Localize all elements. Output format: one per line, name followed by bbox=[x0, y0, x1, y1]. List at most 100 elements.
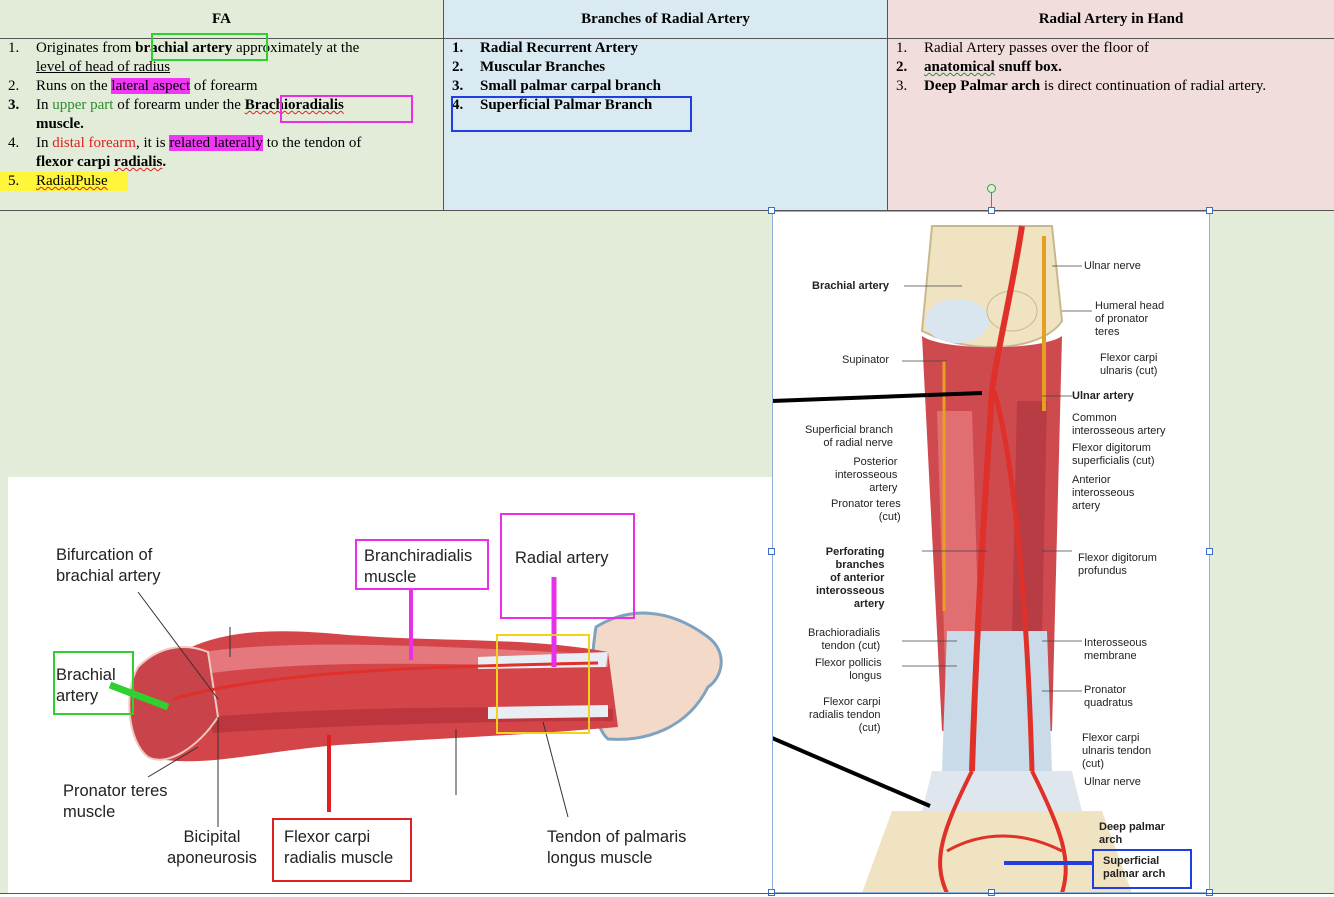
label-fds-cut: Flexor digitorum superficialis (cut) bbox=[1072, 442, 1155, 467]
header-fa-text: FA bbox=[212, 10, 231, 27]
hand-item-2: 2.anatomical snuff box. bbox=[888, 58, 1334, 77]
table-divider bbox=[443, 0, 444, 211]
fa-1-line2: level of head of radius bbox=[36, 59, 171, 75]
resize-handle[interactable] bbox=[1206, 889, 1213, 896]
forearm-figure: Bifurcation of brachial artery Branchira… bbox=[8, 477, 773, 893]
superficial-palmar-box bbox=[451, 96, 692, 132]
fa-3-line2: muscle. bbox=[36, 116, 84, 132]
fa-2-highlight: lateral aspect bbox=[111, 78, 191, 94]
label-flexor-carpi: Flexor carpi radialis muscle bbox=[284, 828, 394, 867]
label-tendon-palmaris: Tendon of palmaris longus muscle bbox=[547, 828, 687, 867]
label-fpl: Flexor pollicis longus bbox=[815, 657, 882, 682]
label-deep-palmar-arch: Deep palmar arch bbox=[1099, 821, 1166, 846]
resize-handle[interactable] bbox=[988, 207, 995, 214]
resize-handle[interactable] bbox=[1206, 548, 1213, 555]
radial-artery-label-box bbox=[500, 513, 635, 619]
label-humeral-head: Humeral head of pronator teres bbox=[1095, 300, 1165, 338]
fa-4-highlight: related laterally bbox=[169, 135, 264, 151]
label-fcr-tendon: Flexor carpi radialis tendon (cut) bbox=[809, 696, 881, 734]
branches-cell: 1. Radial Recurrent Artery 2. Muscular Bra… bbox=[444, 38, 887, 211]
fa-item-5: 5. RadialPulse bbox=[0, 172, 443, 191]
table-divider bbox=[0, 210, 1334, 211]
table-divider bbox=[887, 0, 888, 211]
list-number: 3. bbox=[452, 78, 464, 94]
header-branches-text: Branches of Radial Artery bbox=[581, 10, 750, 27]
resize-handle[interactable] bbox=[768, 548, 775, 555]
label-supinator: Supinator bbox=[842, 354, 890, 366]
fa-item-2: 2. Runs on the lateral aspect of forearm bbox=[0, 77, 443, 96]
rotate-handle[interactable] bbox=[987, 184, 996, 193]
branch-4-text: Superficial Palmar Branch bbox=[480, 97, 653, 113]
label-fcu-cut: Flexor carpi ulnaris (cut) bbox=[1100, 352, 1158, 377]
label-ulnar-nerve-bottom: Ulnar nerve bbox=[1084, 776, 1141, 788]
header-branches: Branches of Radial Artery bbox=[444, 0, 887, 38]
brachioradialis-box bbox=[280, 95, 413, 123]
fa-1-bold: brachial artery bbox=[135, 40, 233, 56]
resize-handle[interactable] bbox=[988, 889, 995, 896]
page-bottom-border bbox=[0, 893, 1334, 894]
hand-3-bold: Deep Palmar arch bbox=[924, 78, 1041, 94]
fa-list: 1. Originates from brachial artery appro… bbox=[0, 38, 443, 191]
label-fdp: Flexor digitorum profundus bbox=[1078, 552, 1157, 577]
header-hand: Radial Artery in Hand bbox=[888, 0, 1334, 38]
list-number: 2. bbox=[8, 78, 20, 94]
fa-3-green: upper part bbox=[52, 97, 114, 113]
branch-2-text: Muscular Branches bbox=[480, 59, 606, 75]
branch-1-text: Radial Recurrent Artery bbox=[480, 40, 639, 56]
label-branchiradialis: Branchiradialis muscle bbox=[364, 547, 473, 586]
label-bifurcation: Bifurcation of brachial artery bbox=[56, 546, 161, 585]
fa-4-red: distal forearm bbox=[52, 135, 136, 151]
label-interosseous-membrane: Interosseous membrane bbox=[1084, 637, 1147, 662]
fa-4-mid: , it is bbox=[135, 135, 170, 151]
label-pronator-teres: Pronator teres muscle bbox=[63, 782, 168, 821]
fa-4-line2c: . bbox=[162, 154, 167, 170]
brachial-label-box bbox=[53, 651, 134, 715]
label-superficial-palmar-arch: Superficial palmar arch bbox=[1103, 855, 1166, 880]
fa-2-pre: Runs on the bbox=[36, 78, 112, 94]
fa-5-text: RadialPulse bbox=[36, 173, 108, 189]
label-bicipital: Bicipital aponeurosis bbox=[167, 828, 257, 867]
label-anterior-interosseous: Anterior interosseous artery bbox=[1072, 474, 1135, 512]
fa-1-pre: Originates from bbox=[36, 40, 136, 56]
list-number: 2. bbox=[452, 59, 464, 75]
branchiradialis-label-box bbox=[355, 539, 489, 590]
label-pronator-teres-cut: Pronator teres (cut) bbox=[831, 498, 901, 523]
resize-handle[interactable] bbox=[1206, 207, 1213, 214]
fa-4-pre: In bbox=[36, 135, 53, 151]
fa-3-pre: In bbox=[36, 97, 53, 113]
fa-item-3: 3. In upper part of forearm under the Br… bbox=[0, 96, 443, 134]
superficial-arch-box bbox=[1092, 849, 1192, 889]
list-number: 1. bbox=[452, 40, 464, 56]
branch-3-text: Small palmar carpal branch bbox=[480, 78, 661, 94]
fa-4-line2b: radialis bbox=[114, 154, 163, 170]
fa-2-post: of forearm bbox=[190, 78, 258, 94]
label-ulnar-artery: Ulnar artery bbox=[1072, 390, 1134, 402]
hand-item-1: 1.Radial Artery passes over the floor of bbox=[888, 39, 1334, 58]
label-pronator-quadratus: Pronator quadratus bbox=[1084, 684, 1133, 709]
hand-3-post: is direct continuation of radial artery. bbox=[1040, 78, 1267, 94]
table-divider bbox=[0, 38, 1334, 39]
radial-ulnar-figure: Ulnar nerve Brachial artery Humeral head… bbox=[772, 211, 1210, 893]
branch-item-3: 3. Small palmar carpal branch bbox=[444, 77, 887, 96]
brachial-artery-box bbox=[151, 33, 268, 61]
label-brachioradialis-tendon: Brachioradialis tendon (cut) bbox=[808, 627, 881, 652]
fa-3-mid: of forearm under the bbox=[113, 97, 245, 113]
fa-cell: 1. Originates from brachial artery appro… bbox=[0, 38, 443, 211]
resize-handle[interactable] bbox=[768, 207, 775, 214]
resize-handle[interactable] bbox=[768, 889, 775, 896]
label-common-interosseous: Common interosseous artery bbox=[1072, 412, 1166, 437]
list-number: 3. bbox=[8, 97, 20, 113]
list-number: 2. bbox=[896, 59, 908, 75]
branches-list: 1. Radial Recurrent Artery 2. Muscular Bra… bbox=[444, 38, 887, 115]
wrist-highlight-box bbox=[496, 634, 590, 734]
list-number: 4. bbox=[8, 135, 20, 151]
fa-4-line2a: flexor carpi bbox=[36, 154, 115, 170]
label-brachial-artery: Brachial artery bbox=[56, 666, 116, 705]
label-posterior-interosseous: Posterior interosseous artery bbox=[835, 456, 898, 494]
header-hand-text: Radial Artery in Hand bbox=[1038, 10, 1184, 27]
label-fcu-tendon: Flexor carpi ulnaris tendon (cut) bbox=[1082, 732, 1152, 770]
image-selection-frame[interactable] bbox=[772, 211, 1210, 893]
fa-3-bold: Brachioradialis bbox=[244, 97, 344, 113]
hand-cell: 1.Radial Artery passes over the floor of… bbox=[888, 38, 1334, 211]
